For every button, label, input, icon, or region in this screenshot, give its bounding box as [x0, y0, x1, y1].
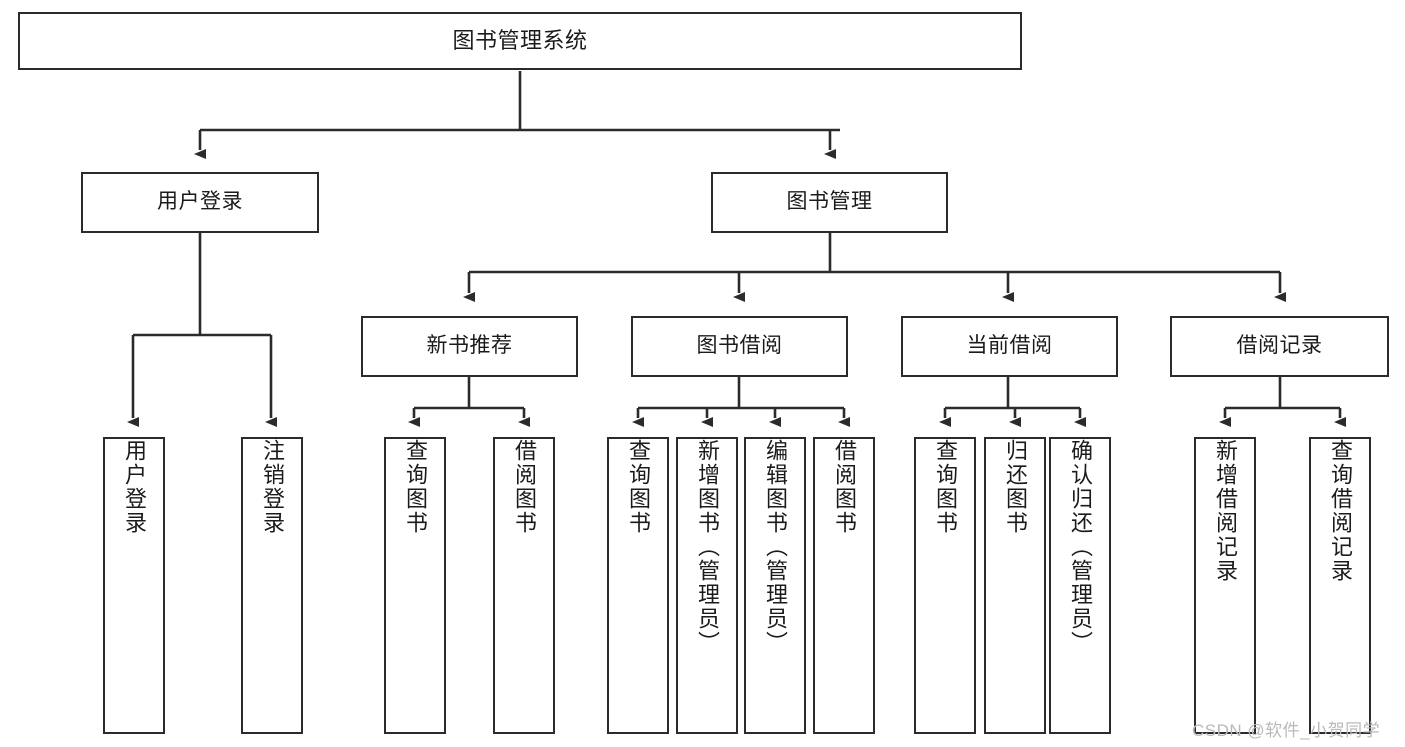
leaf-new-book-query[interactable]: 查询图书: [384, 437, 446, 734]
node-label: 图书管理: [786, 190, 873, 214]
leaf-borrow-record-query[interactable]: 查询借阅记录: [1309, 437, 1371, 734]
leaf-user-login-logout[interactable]: 注销登录: [241, 437, 303, 734]
csdn-watermark: CSDN @软件_小贺同学: [1192, 721, 1381, 740]
node-book-borrow[interactable]: 图书借阅: [631, 316, 848, 377]
node-root-system[interactable]: 图书管理系统: [18, 12, 1022, 70]
node-label: 新增图书（管理员）: [695, 439, 720, 655]
leaf-current-borrow-return[interactable]: 归还图书: [984, 437, 1046, 734]
node-label: 当前借阅: [966, 334, 1053, 358]
leaf-new-book-borrow[interactable]: 借阅图书: [493, 437, 555, 734]
node-label: 查询图书: [933, 439, 958, 535]
node-label: 用户登录: [157, 190, 243, 214]
node-label: 借阅图书: [512, 439, 537, 535]
leaf-book-borrow-add[interactable]: 新增图书（管理员）: [676, 437, 738, 734]
node-label: 用户登录: [122, 439, 147, 535]
node-label: 查询借阅记录: [1328, 439, 1353, 583]
leaf-current-borrow-query[interactable]: 查询图书: [914, 437, 976, 734]
node-label: 查询图书: [626, 439, 651, 535]
node-current-borrow[interactable]: 当前借阅: [901, 316, 1118, 377]
node-label: 图书管理系统: [452, 27, 588, 53]
node-label: 借阅图书: [832, 439, 857, 535]
node-label: 新增借阅记录: [1213, 439, 1238, 583]
node-label: 新书推荐: [426, 334, 513, 358]
node-borrow-record[interactable]: 借阅记录: [1170, 316, 1389, 377]
leaf-book-borrow-query[interactable]: 查询图书: [607, 437, 669, 734]
node-label: 查询图书: [403, 439, 428, 535]
leaf-borrow-record-add[interactable]: 新增借阅记录: [1194, 437, 1256, 734]
node-new-book-recommend[interactable]: 新书推荐: [361, 316, 578, 377]
node-label: 编辑图书（管理员）: [763, 439, 788, 655]
node-label: 注销登录: [260, 439, 285, 535]
node-label: 图书借阅: [696, 334, 783, 358]
node-user-login[interactable]: 用户登录: [81, 172, 319, 233]
leaf-user-login-login[interactable]: 用户登录: [103, 437, 165, 734]
leaf-book-borrow-edit[interactable]: 编辑图书（管理员）: [744, 437, 806, 734]
leaf-book-borrow-borrow[interactable]: 借阅图书: [813, 437, 875, 734]
node-label: 借阅记录: [1236, 334, 1323, 358]
leaf-current-borrow-confirm-return[interactable]: 确认归还（管理员）: [1049, 437, 1111, 734]
node-book-management[interactable]: 图书管理: [711, 172, 948, 233]
node-label: 确认归还（管理员）: [1068, 439, 1093, 655]
node-label: 归还图书: [1003, 439, 1028, 535]
